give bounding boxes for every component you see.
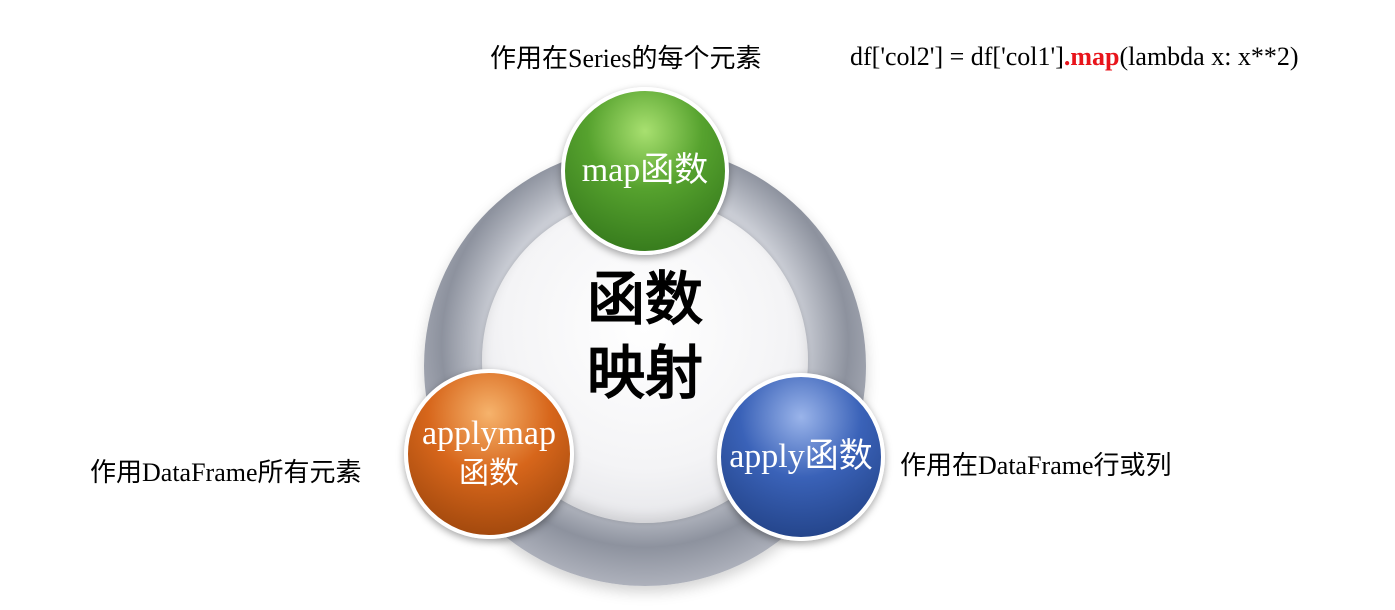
code-prefix: df['col2'] = df['col1'] <box>850 42 1064 71</box>
apply-description: 作用在DataFrame行或列 <box>900 451 1172 480</box>
center-title-line2: 映射 <box>586 339 703 407</box>
map-code-example: df['col2'] = df['col1'].map(lambda x: x*… <box>850 42 1299 72</box>
map-description: 作用在Series的每个元素 <box>490 44 762 73</box>
apply-function-node: apply函数 <box>717 373 885 541</box>
applymap-description: 作用DataFrame所有元素 <box>90 458 362 487</box>
applymap-function-node: applymap 函数 <box>404 369 574 539</box>
map-function-node: map函数 <box>561 87 729 255</box>
map-function-label: map函数 <box>581 152 709 189</box>
code-keyword: .map <box>1063 42 1120 71</box>
applymap-function-label-line1: applymap <box>421 415 557 452</box>
apply-function-label: apply函数 <box>729 438 873 475</box>
center-title-line1: 函数 <box>586 265 703 333</box>
center-title: 函数 映射 <box>482 262 808 410</box>
applymap-function-label-line2: 函数 <box>459 456 519 491</box>
code-suffix: (lambda x: x**2) <box>1119 42 1299 71</box>
